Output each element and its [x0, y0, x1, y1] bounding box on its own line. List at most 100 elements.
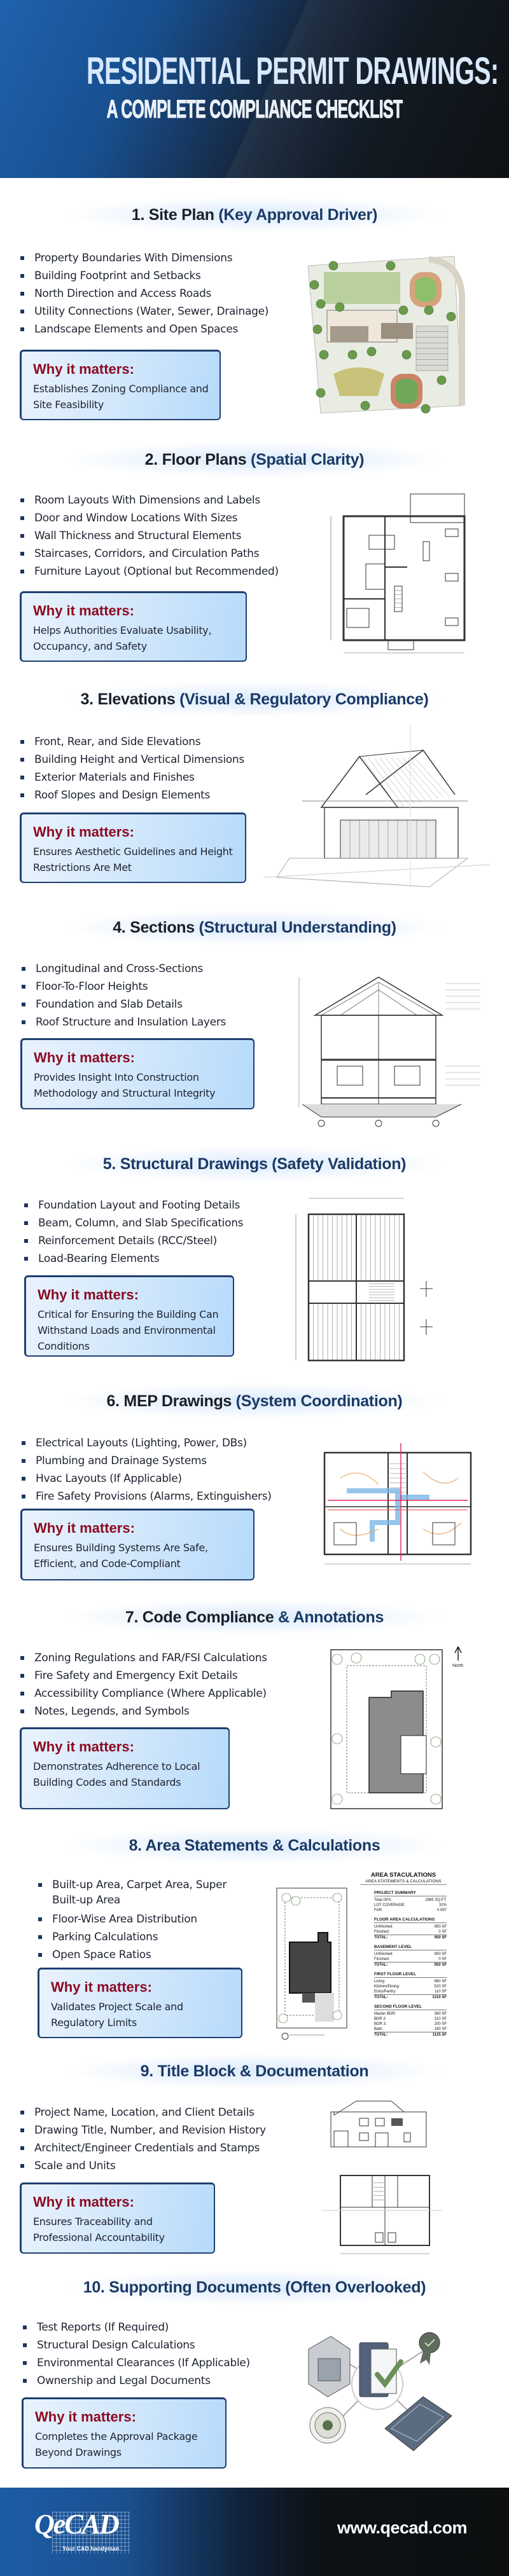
section-9-why-it-matters: Why it matters:Ensures Traceability and … — [20, 2182, 215, 2254]
area-row: Kitchen/Dining:520 SF — [374, 1984, 447, 1989]
mep-plan-drawing-illustration — [302, 1434, 487, 1570]
bullet-square-icon — [22, 1020, 25, 1024]
why-heading: Why it matters: — [38, 1287, 139, 1303]
checklist-item: Staircases, Corridors, and Circulation P… — [19, 545, 279, 563]
bullet-square-icon — [22, 967, 25, 971]
area-label: Entry/Pantry: — [374, 1990, 396, 1994]
checklist-item-text: Foundation Layout and Footing Details — [38, 1199, 241, 1212]
header-banner: RESIDENTIAL PERMIT DRAWINGS: A COMPLETE … — [0, 0, 509, 178]
title-prefix: 7. Code Compliance — [125, 1608, 279, 1626]
why-text: Ensures Traceability and Professional Ac… — [33, 2216, 165, 2244]
checklist-item-text: Load-Bearing Elements — [38, 1252, 160, 1265]
bullet-square-icon — [20, 2146, 24, 2150]
checklist-item-text: Accessibility Compliance (Where Applicab… — [34, 1687, 267, 1700]
checklist-item: Hvac Layouts (If Applicable) — [20, 1470, 272, 1488]
title-highlight: & Annotations — [278, 1608, 384, 1626]
checklist-item-text: Room Layouts With Dimensions and Labels — [34, 494, 260, 507]
title-highlight: (Structural Understanding) — [199, 919, 397, 936]
why-heading: Why it matters: — [33, 824, 134, 840]
area-value: 1310 SF — [432, 1996, 447, 1999]
area-label: Unfinished: — [374, 1925, 394, 1929]
bullet-square-icon — [20, 776, 24, 779]
why-text: Validates Project Scale and Regulatory L… — [51, 2001, 183, 2029]
checklist-item-text: Staircases, Corridors, and Circulation P… — [34, 547, 260, 560]
area-value: 0 SF — [438, 1930, 447, 1934]
section-1-why-it-matters: Why it matters: Establishes Zoning Compli… — [20, 350, 221, 420]
why-text: Ensures Building Systems Are Safe, Effic… — [34, 1542, 208, 1570]
logo-tagline: Your CAD handyman — [62, 2545, 120, 2552]
title-highlight: 5. Structural Drawings (Safety Validatio… — [102, 1155, 407, 1173]
checklist-item: Electrical Layouts (Lighting, Power, DBs… — [20, 1434, 272, 1452]
bullet-square-icon — [22, 1441, 25, 1445]
title-prefix: 6. MEP Drawings — [106, 1392, 236, 1410]
checklist-item-text: Electrical Layouts (Lighting, Power, DBs… — [36, 1437, 247, 1449]
area-row: BDR 3:200 SF — [374, 2022, 447, 2027]
bullet-square-icon — [20, 2164, 24, 2168]
footer-banner: QeCAD Your CAD handyman www.qecad.com — [0, 2488, 509, 2576]
area-label: BDR 3: — [374, 2022, 387, 2026]
bullet-square-icon — [38, 1953, 42, 1957]
logo-grid-pattern — [52, 2512, 130, 2554]
section-5-title: 5. Structural Drawings (Safety Validatio… — [0, 1146, 509, 1182]
checklist-item: Parking Calculations — [37, 1928, 243, 1946]
checklist-item-text: Door and Window Locations With Sizes — [34, 512, 238, 524]
section-10-checklist: Test Reports (If Required)Structural Des… — [22, 2319, 250, 2390]
checklist-item-text: Beam, Column, and Slab Specifications — [38, 1217, 244, 1230]
checklist-item-text: Property Boundaries With Dimensions — [34, 252, 233, 264]
why-heading: Why it matters: — [33, 603, 134, 619]
why-heading: Why it matters: — [51, 1979, 152, 1995]
checklist-item-text: Structural Design Calculations — [37, 2339, 195, 2352]
checklist-item-text: Drawing Title, Number, and Revision Hist… — [34, 2124, 266, 2137]
website-link[interactable]: www.qecad.com — [337, 2518, 468, 2537]
checklist-item-text: Foundation and Slab Details — [36, 998, 183, 1011]
header-sheen — [0, 0, 509, 178]
area-value: 210 SF — [434, 2017, 447, 2021]
bullet-square-icon — [20, 570, 24, 573]
area-row: Unfinished:950 SF — [374, 1952, 447, 1957]
bullet-square-icon — [38, 1935, 42, 1939]
area-row: Unfinished: 950 SF — [374, 1924, 447, 1929]
qecad-logo[interactable]: QeCAD Your CAD handyman — [33, 2509, 135, 2558]
area-row: FAR:0.597 — [374, 1908, 447, 1913]
checklist-item-text: Building Height and Vertical Dimensions — [34, 753, 244, 766]
area-row: Finished:0 SF — [374, 1929, 447, 1935]
checklist-item: Built-up Area, Carpet Area, Super Built-… — [37, 1877, 243, 1908]
logo-wordmark: QeCAD — [34, 2509, 120, 2540]
area-value: 950 SF — [434, 1952, 447, 1956]
area-value: 950 SF — [434, 1925, 447, 1929]
why-heading: Why it matters: — [33, 361, 134, 377]
area-value: 180 SF — [434, 2027, 447, 2031]
bullet-square-icon — [24, 1203, 28, 1207]
section-4-title: 4. Sections (Structural Understanding) — [0, 910, 509, 945]
bullet-square-icon — [22, 1495, 25, 1498]
area-value: 0 SF — [438, 1957, 447, 1961]
checklist-item-text: Plumbing and Drainage Systems — [36, 1455, 207, 1467]
checklist-item: Fire Safety and Emergency Exit Details — [19, 1667, 267, 1685]
checklist-item-text: Environmental Clearances (If Applicable) — [37, 2357, 250, 2369]
title-highlight: (Key Approval Driver) — [218, 206, 378, 224]
checklist-item-text: Fire Safety and Emergency Exit Details — [34, 1669, 238, 1682]
checklist-item-text: Floor-To-Floor Heights — [36, 980, 148, 993]
checklist-item: Load-Bearing Elements — [23, 1250, 243, 1268]
area-value: 360 SF — [434, 2012, 447, 2016]
section-5-why-it-matters: Why it matters:Critical for Ensuring the… — [24, 1275, 234, 1357]
why-text: Completes the Approval Package Beyond Dr… — [35, 2430, 198, 2458]
checklist-item-text: Longitudinal and Cross-Sections — [36, 963, 203, 975]
section-8-checklist: Built-up Area, Carpet Area, Super Built-… — [37, 1877, 243, 1964]
page-title: RESIDENTIAL PERMIT DRAWINGS: — [87, 50, 499, 92]
section-8-title: 8. Area Statements & Calculations — [0, 1828, 509, 1863]
checklist-item-text: Built-up Area, Carpet Area, Super Built-… — [52, 1879, 227, 1907]
checklist-item: Floor-To-Floor Heights — [20, 978, 226, 996]
page-subtitle: A COMPLETE COMPLIANCE CHECKLIST — [106, 95, 403, 123]
area-label: Total GFA: — [374, 1898, 393, 1902]
why-text: Establishes Zoning Compliance and Site F… — [33, 383, 209, 411]
title-highlight: 9. Title Block & Documentation — [140, 2062, 369, 2080]
document-package-icons-illustration — [296, 2320, 458, 2460]
checklist-item: Ownership and Legal Documents — [22, 2372, 250, 2390]
area-row: Entry/Pantry:110 SF — [374, 1989, 447, 1994]
area-row: BDR 2:210 SF — [374, 2017, 447, 2022]
checklist-item: Fire Safety Provisions (Alarms, Extingui… — [20, 1488, 272, 1505]
building-section-drawing-illustration — [283, 964, 487, 1128]
